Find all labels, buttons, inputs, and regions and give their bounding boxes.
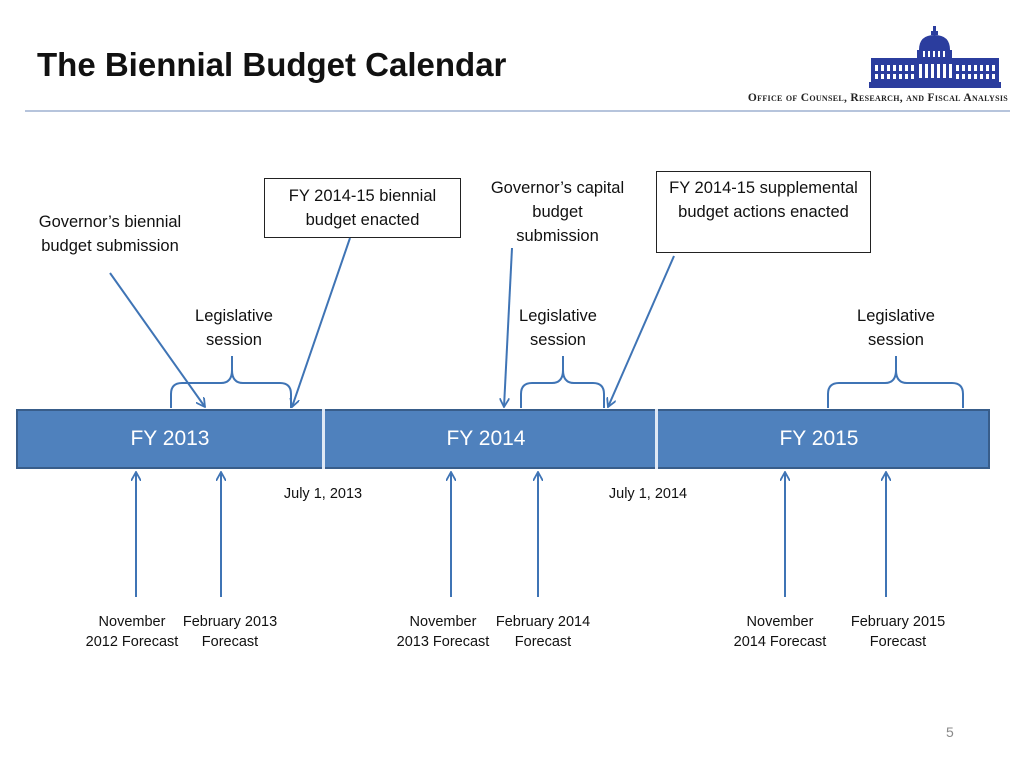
legislative-session-brace-2 [520, 356, 605, 408]
fy-2013-label: FY 2013 [130, 427, 210, 450]
forecast-feb-2013: February 2013 Forecast [182, 614, 278, 650]
callout-biennial-budget-enacted: FY 2014-15 biennial budget enacted [264, 178, 461, 238]
forecast-feb-2015: February 2015 Forecast [850, 614, 946, 650]
legislative-session-brace-1 [170, 356, 292, 408]
arrow-supplemental-enacted [608, 255, 675, 407]
arrow-capital-submission [504, 247, 513, 407]
arrow-biennial-submission [109, 272, 205, 407]
legislative-session-brace-3 [827, 356, 964, 408]
header-rule [25, 110, 1010, 112]
legislative-session-label-2: Legislative session [519, 307, 597, 349]
capitol-building-logo [869, 26, 1001, 88]
fiscal-year-timeline-bar [16, 409, 990, 469]
forecast-feb-2014: February 2014 Forecast [495, 614, 591, 650]
slide-subtitle: Office of Counsel, Research, and Fiscal … [747, 92, 1008, 104]
forecast-nov-2012: November 2012 Forecast [85, 614, 179, 650]
arrow-budget-enacted [292, 237, 351, 407]
date-july-2013: July 1, 2013 [283, 486, 363, 502]
forecast-nov-2014: November 2014 Forecast [733, 614, 827, 650]
fy-divider-2013-2014 [322, 409, 325, 469]
fy-2014-label: FY 2014 [446, 427, 526, 450]
legislative-session-label-1: Legislative session [195, 307, 273, 349]
date-july-2014: July 1, 2014 [608, 486, 688, 502]
fy-divider-2014-2015 [655, 409, 658, 469]
callout-governor-capital-submission: Governor’s capital budget submission [490, 179, 625, 245]
callout-supplemental-enacted: FY 2014-15 supplemental budget actions e… [656, 171, 871, 253]
forecast-nov-2013: November 2013 Forecast [396, 614, 490, 650]
fy-2015-label: FY 2015 [779, 427, 859, 450]
slide-title: The Biennial Budget Calendar [37, 46, 507, 83]
callout-governor-biennial-submission: Governor’s biennial budget submission [38, 213, 182, 255]
page-number: 5 [946, 724, 954, 740]
legislative-session-label-3: Legislative session [857, 307, 935, 349]
